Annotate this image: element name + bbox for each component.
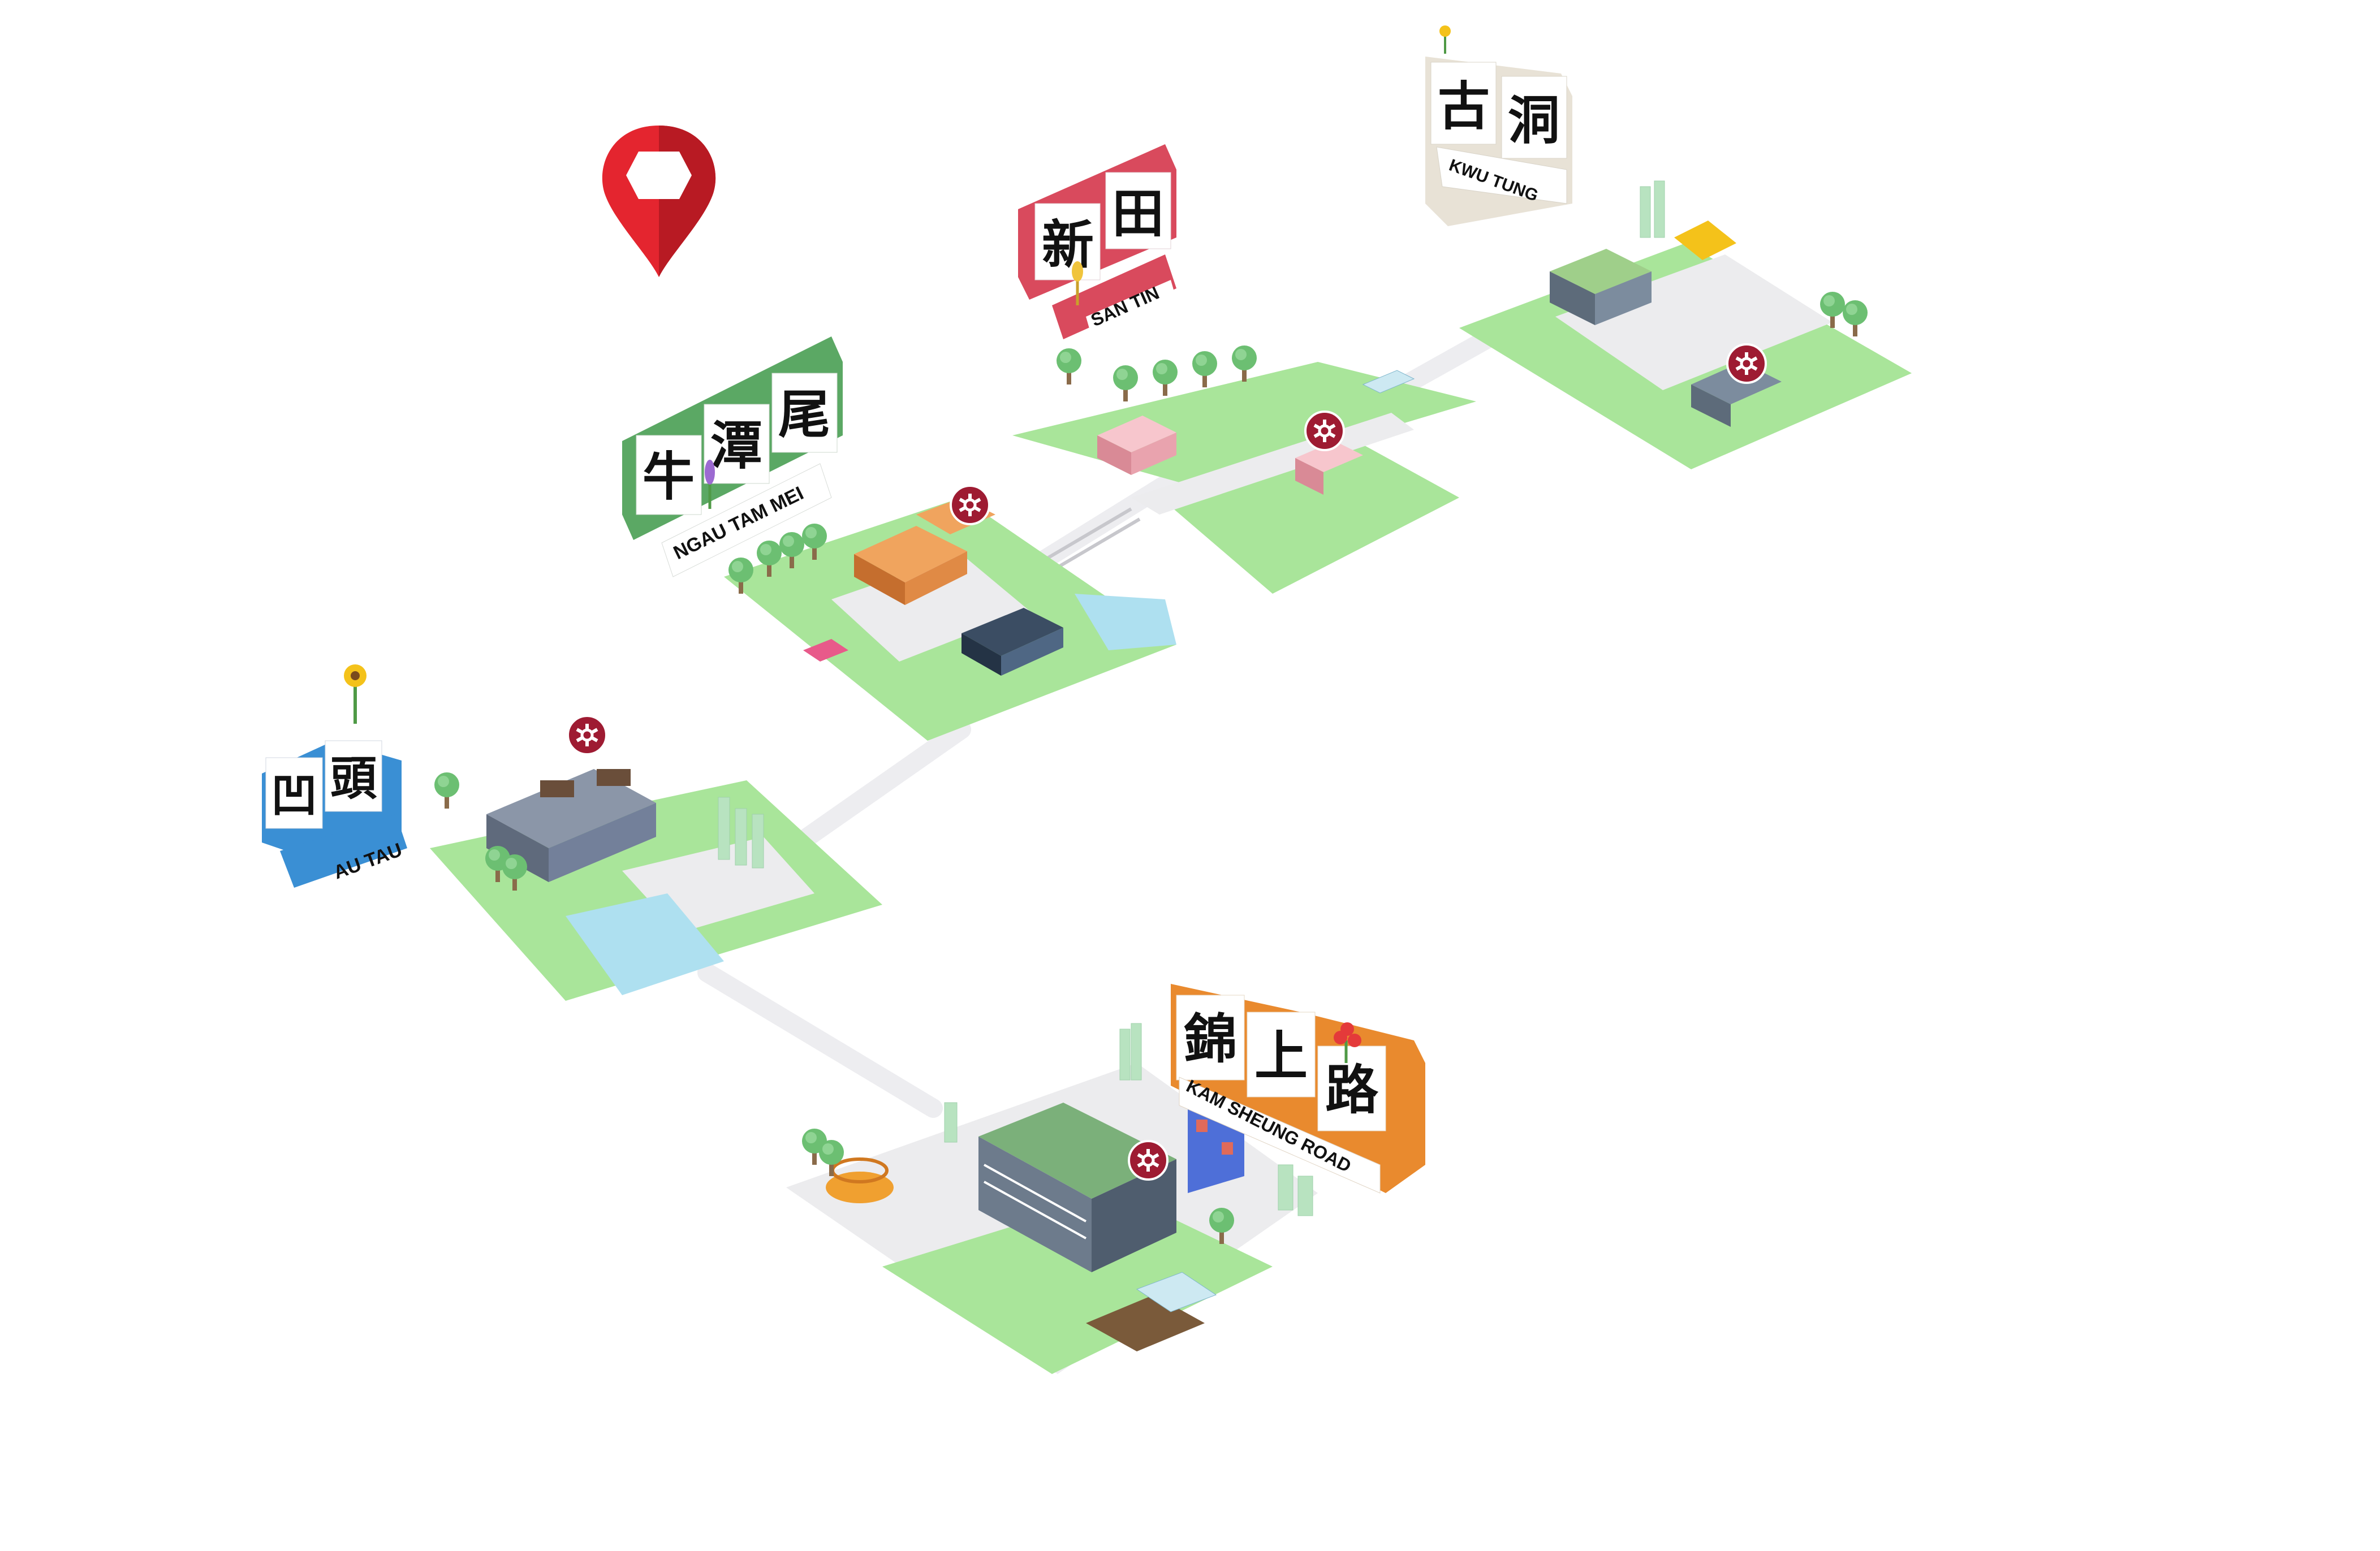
mtr-logo-icon bbox=[1727, 344, 1766, 383]
sunflower-icon bbox=[1439, 25, 1451, 54]
flower-icon bbox=[1334, 1022, 1361, 1063]
book-stack bbox=[803, 639, 848, 662]
pond bbox=[566, 893, 724, 995]
sign-char: 田 bbox=[1112, 183, 1164, 244]
station-san-tin[interactable]: 新 田 SAN TIN bbox=[1012, 144, 1476, 594]
sign-char: 潭 bbox=[710, 415, 762, 476]
station-building bbox=[978, 1103, 1176, 1272]
sign-char: 洞 bbox=[1508, 90, 1560, 151]
sign-char: 頭 bbox=[330, 751, 377, 806]
tower-block bbox=[1640, 180, 1665, 238]
sign-char: 錦 bbox=[1184, 1008, 1237, 1070]
mtr-logo-icon bbox=[951, 486, 989, 524]
station-au-tau[interactable]: 凹 頭 AU TAU bbox=[262, 664, 882, 1001]
station-sign-kam-sheung-road: 錦 上 路 KAM SHEUNG ROAD bbox=[1171, 984, 1425, 1194]
greenhouse bbox=[1362, 370, 1415, 394]
mtr-logo-icon bbox=[1129, 1141, 1167, 1180]
station-building bbox=[1097, 416, 1363, 495]
mtr-logo-icon bbox=[1305, 412, 1344, 450]
sign-char: 新 bbox=[1042, 214, 1094, 275]
sign-char: 牛 bbox=[643, 446, 695, 507]
station-sign-kwu-tung: 古 洞 KWU TUNG bbox=[1425, 25, 1572, 226]
sign-char: 路 bbox=[1325, 1059, 1379, 1121]
map-pin-icon[interactable] bbox=[602, 126, 716, 277]
sign-char: 尾 bbox=[778, 384, 830, 445]
mtr-logo-icon bbox=[568, 716, 606, 754]
building bbox=[486, 769, 656, 882]
wheat-icon bbox=[1072, 261, 1083, 305]
sign-char: 凹 bbox=[271, 768, 317, 823]
sign-char: 上 bbox=[1254, 1025, 1308, 1087]
playground bbox=[1674, 221, 1736, 260]
school-building bbox=[1550, 249, 1652, 325]
sign-char: 古 bbox=[1438, 76, 1490, 137]
station-sign-ngau-tam-mei: 牛 潭 尾 NGAU TAM MEI bbox=[622, 336, 843, 577]
station-sign-au-tau: 凹 頭 AU TAU bbox=[262, 664, 407, 888]
transport-building bbox=[962, 608, 1063, 676]
station-sign-san-tin: 新 田 SAN TIN bbox=[1018, 144, 1176, 339]
greenhouse bbox=[1136, 1272, 1217, 1312]
tower-block bbox=[718, 797, 764, 869]
station-ngau-tam-mei[interactable]: 牛 潭 尾 NGAU TAM MEI bbox=[622, 336, 1176, 741]
station-kwu-tung[interactable]: 古 洞 KWU TUNG bbox=[1425, 25, 1912, 469]
sunflower-icon bbox=[344, 664, 367, 724]
tower-block bbox=[944, 1023, 1313, 1216]
station-kam-sheung-road[interactable]: 錦 上 路 KAM SHEUNG ROAD bbox=[786, 984, 1425, 1374]
river bbox=[1075, 594, 1176, 650]
lavender-icon bbox=[705, 460, 715, 509]
